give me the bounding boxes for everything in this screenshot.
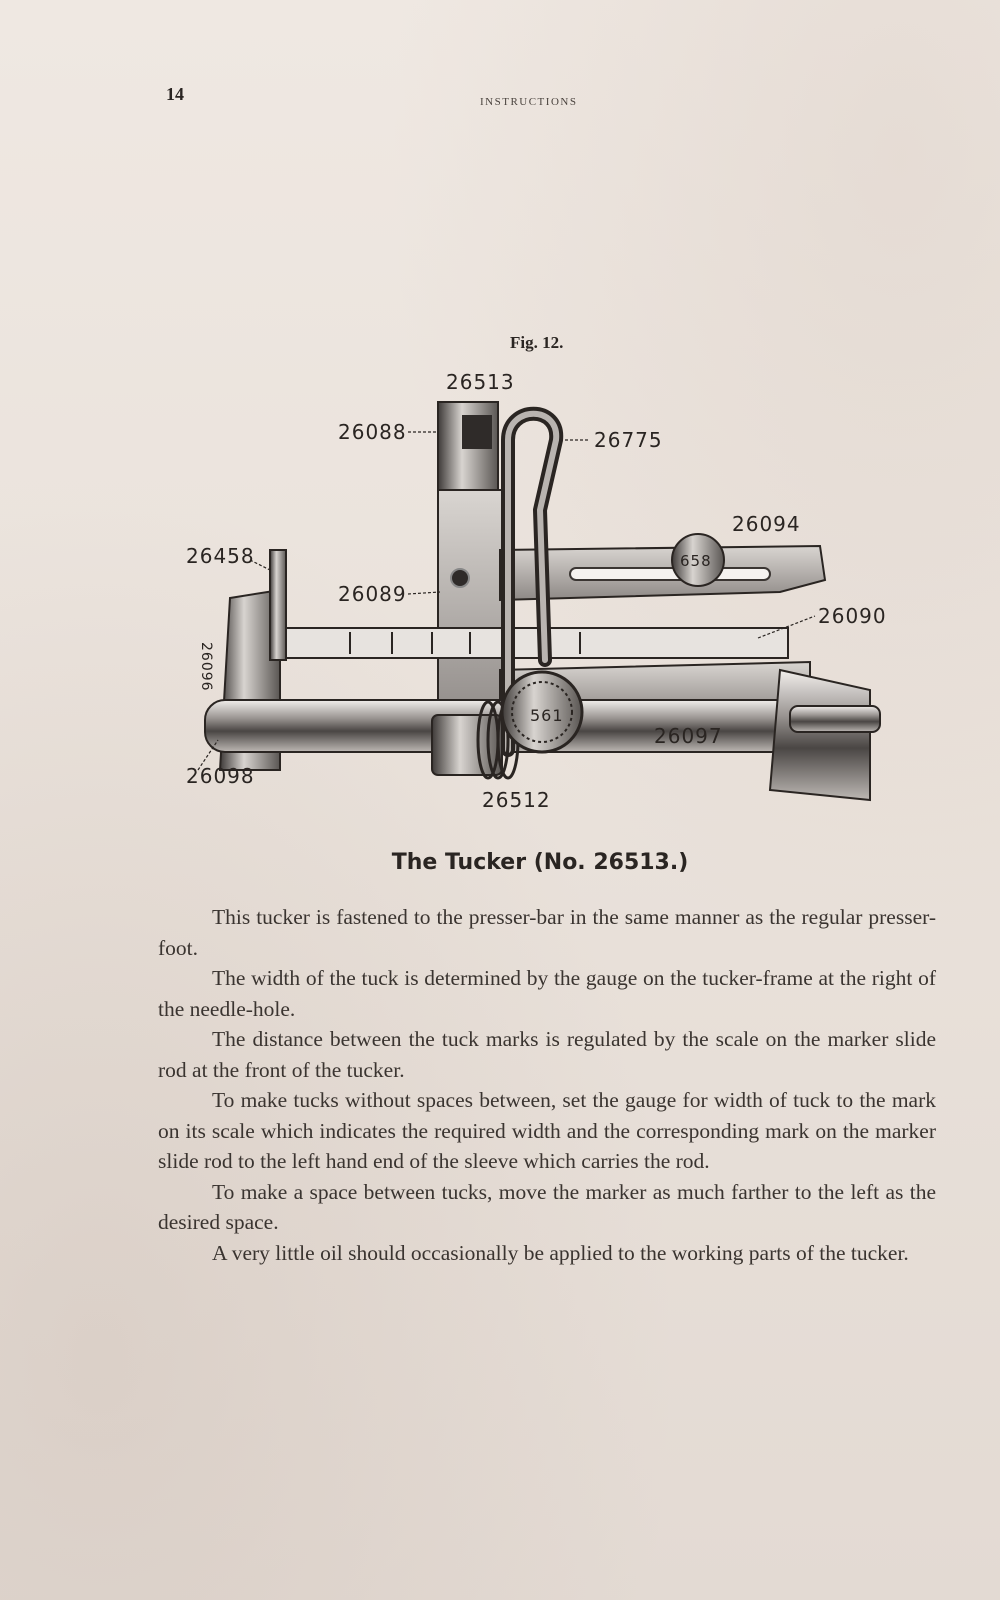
thumb-screw-561: [500, 670, 584, 754]
part-label-26513: 26513: [446, 370, 515, 394]
figure-label: Fig. 12.: [510, 333, 564, 352]
figure-caption: The Tucker (No. 26513.): [391, 850, 689, 875]
paragraph: To make a space between tucks, move the …: [158, 1179, 936, 1235]
paragraph: The distance between the tuck marks is r…: [158, 1027, 936, 1082]
part-label-26097: 26097: [654, 724, 723, 748]
part-label-26458: 26458: [186, 544, 255, 568]
part-label-26089: 26089: [338, 582, 407, 606]
thumb-screw-658: [671, 533, 725, 587]
body-text: This tucker is fastened to the presser-b…: [158, 902, 936, 1268]
part-label-26094: 26094: [732, 512, 801, 536]
marker-scale-bar: [267, 627, 789, 659]
paragraph: To make tucks without spaces between, se…: [158, 1088, 936, 1173]
paragraph: This tucker is fastened to the presser-b…: [158, 905, 936, 960]
part-label-561: 561: [530, 706, 564, 725]
page-number: 14: [166, 84, 184, 104]
paragraph: The width of the tuck is determined by t…: [158, 966, 936, 1021]
vertical-plate: [437, 489, 509, 731]
running-head: INSTRUCTIONS: [480, 96, 578, 108]
part-label-26512: 26512: [482, 788, 551, 812]
part-label-658: 658: [680, 552, 712, 570]
part-label-26775: 26775: [594, 428, 663, 452]
part-label-26098: 26098: [186, 764, 255, 788]
right-end-block: [768, 668, 871, 802]
tucker-drawing: [197, 401, 881, 802]
tucker-illustration: 26513 26088 26775 26094 658 26458 26089 …: [170, 370, 910, 830]
part-label-26096: 26096: [198, 642, 214, 692]
vertical-post-26458: [269, 549, 287, 661]
part-label-26088: 26088: [338, 420, 407, 444]
paragraph: A very little oil should occasionally be…: [212, 1240, 909, 1265]
part-label-26090: 26090: [818, 604, 887, 628]
